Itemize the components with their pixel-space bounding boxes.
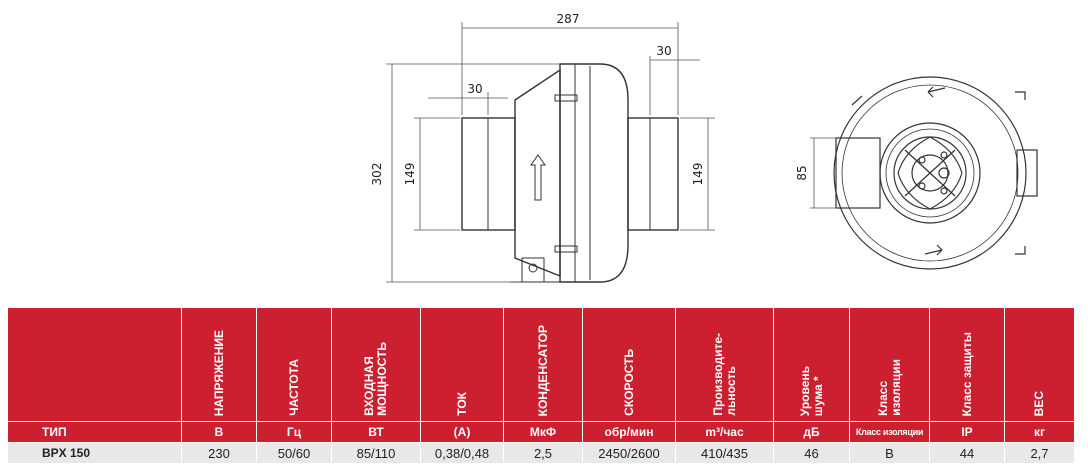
column-header-weight: ВЕС — [1004, 307, 1075, 422]
column-header-speed-label: СКОРОСТЬ — [621, 349, 636, 416]
cell-current: 0,38/0,48 — [420, 442, 504, 464]
header-labels-row: НАПРЯЖЕНИЕ ЧАСТОТА ВХОДНАЯ МОЩНОСТЬ ТОК КОНД… — [7, 307, 1075, 422]
column-header-voltage: НАПРЯЖЕНИЕ — [181, 307, 257, 422]
column-header-protection: Класс защиты — [929, 307, 1005, 422]
technical-drawing: 287 30 30 302 149 149 — [370, 12, 1038, 283]
column-header-weight-label: ВЕС — [1032, 390, 1046, 416]
cell-frequency: 50/60 — [256, 442, 332, 464]
dim-spigot-right: 149 — [691, 163, 705, 186]
column-unit-noise: дБ — [773, 421, 850, 443]
column-header-capacity: Производите- льность — [675, 307, 774, 422]
cell-capacitor: 2,5 — [503, 442, 583, 464]
column-header-current: ТОК — [420, 307, 504, 422]
column-header-voltage-label: НАПРЯЖЕНИЕ — [211, 329, 226, 416]
column-header-insulation-label: Класс изоляции — [875, 359, 903, 416]
column-header-power: ВХОДНАЯ МОЩНОСТЬ — [331, 307, 421, 422]
type-header-spacer — [7, 307, 182, 422]
column-header-frequency: ЧАСТОТА — [256, 307, 332, 422]
type-header: ТИП — [7, 421, 182, 443]
dim-total-width: 287 — [557, 12, 580, 26]
column-unit-power: ВТ — [331, 421, 421, 443]
dim-height: 302 — [370, 163, 384, 186]
column-unit-frequency: Гц — [256, 421, 332, 443]
column-unit-weight: кг — [1004, 421, 1075, 443]
cell-noise: 46 — [773, 442, 850, 464]
column-header-noise-label: Уровень шума * — [797, 365, 825, 416]
dim-flange-right: 30 — [656, 44, 671, 58]
column-header-speed: СКОРОСТЬ — [582, 307, 676, 422]
cell-power: 85/110 — [331, 442, 421, 464]
cell-voltage: 230 — [181, 442, 257, 464]
spec-table: НАПРЯЖЕНИЕ ЧАСТОТА ВХОДНАЯ МОЩНОСТЬ ТОК КОНД… — [7, 307, 1075, 464]
cell-insulation: B — [849, 442, 930, 464]
column-unit-insulation: Класс изоляции — [849, 421, 930, 443]
column-header-capacitor-label: КОНДЕНСАТОР — [535, 324, 550, 416]
dim-flange-left: 30 — [467, 82, 482, 96]
column-header-capacitor: КОНДЕНСАТОР — [503, 307, 583, 422]
dim-end-view: 85 — [795, 165, 809, 180]
cell-weight: 2,7 — [1004, 442, 1075, 464]
column-header-frequency-label: ЧАСТОТА — [286, 359, 301, 416]
column-header-noise: Уровень шума * — [773, 307, 850, 422]
column-unit-current: (А) — [420, 421, 504, 443]
cell-speed: 2450/2600 — [582, 442, 676, 464]
cell-protection: 44 — [929, 442, 1005, 464]
cell-capacity: 410/435 — [675, 442, 774, 464]
column-unit-protection: IP — [929, 421, 1005, 443]
column-header-insulation: Класс изоляции — [849, 307, 930, 422]
dim-spigot-left: 149 — [403, 163, 417, 186]
column-header-capacity-label: Производите- льность — [710, 333, 738, 416]
column-unit-capacity: m³/час — [675, 421, 774, 443]
column-header-current-label: ТОК — [454, 392, 469, 416]
column-unit-speed: обр/мин — [582, 421, 676, 443]
cell-type: BPX 150 — [7, 442, 182, 464]
column-unit-capacitor: МкФ — [503, 421, 583, 443]
column-unit-voltage: В — [181, 421, 257, 443]
column-header-protection-label: Класс защиты — [959, 331, 974, 416]
column-header-power-label: ВХОДНАЯ МОЩНОСТЬ — [362, 342, 389, 416]
